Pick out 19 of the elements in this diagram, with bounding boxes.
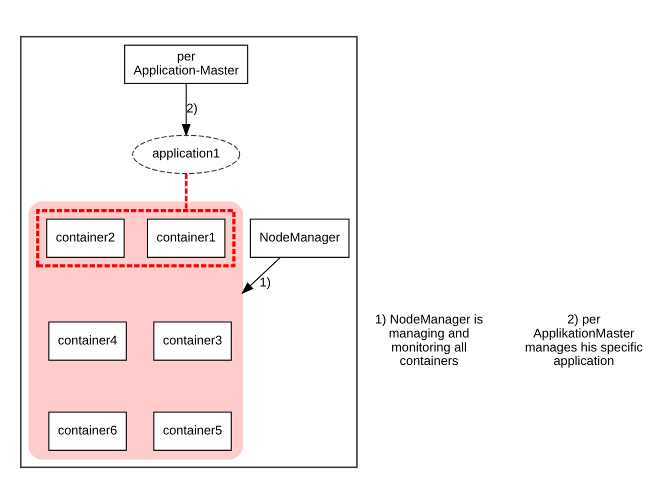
edge-label: 2) <box>186 100 198 116</box>
node-box: container2 <box>46 218 125 258</box>
cluster <box>36 208 236 267</box>
label: 1) NodeManager is managing and monitoring all containers <box>374 311 484 368</box>
arrow <box>182 83 191 136</box>
node-box: per Application-Master <box>124 44 248 84</box>
arrow <box>241 256 280 294</box>
node-box: container5 <box>153 411 232 450</box>
node-ellipse: application1 <box>132 134 240 174</box>
connector <box>184 173 188 210</box>
node-box: NodeManager <box>250 218 350 258</box>
node-box: container6 <box>48 411 127 450</box>
edge-label: 1) <box>260 274 271 290</box>
node-box: container4 <box>48 320 127 360</box>
cluster <box>28 200 244 460</box>
node-box: container1 <box>146 218 226 258</box>
cluster <box>20 35 358 468</box>
label: 2) per ApplikationMaster manages his specific application <box>524 311 643 368</box>
node-box: container3 <box>153 320 232 360</box>
